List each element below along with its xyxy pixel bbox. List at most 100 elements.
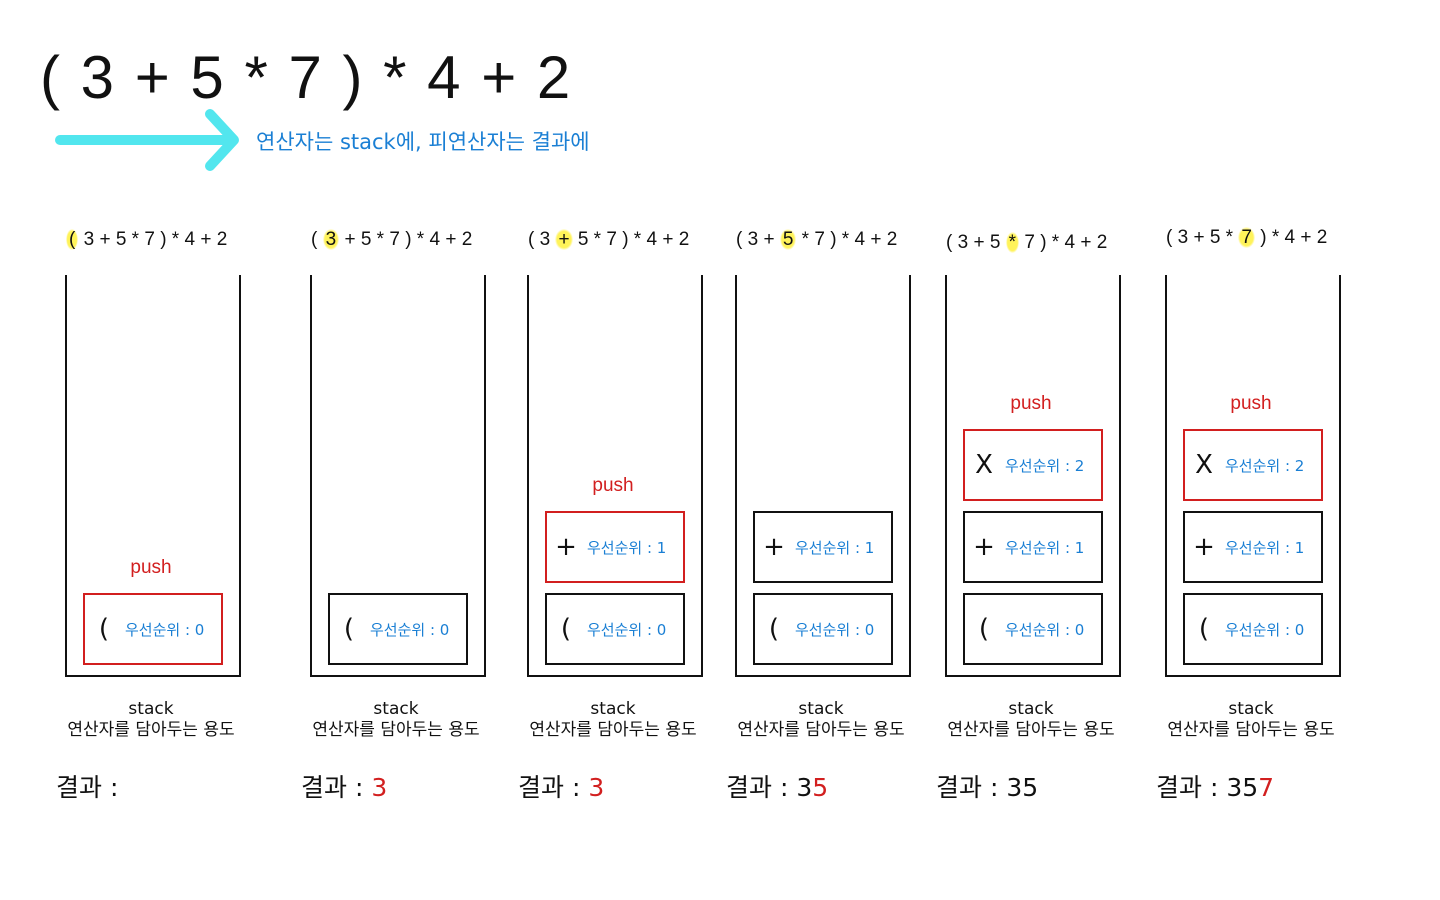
- operator-symbol: (: [343, 614, 355, 644]
- operator-symbol: X: [1195, 450, 1213, 480]
- stack-description: 연산자를 담아두는 용도: [67, 720, 235, 740]
- stack-title: stack: [590, 699, 636, 719]
- stack-title: stack: [1228, 699, 1274, 719]
- result-line: 결과 : 357: [1156, 768, 1274, 804]
- expr-after: ) * 4 + 2: [1254, 227, 1328, 248]
- operator-symbol: +: [555, 532, 577, 562]
- priority-label: 우선순위 : 1: [795, 538, 875, 557]
- stack-item: ( 우선순위 : 0: [1183, 593, 1323, 665]
- expr-after: 3 + 5 * 7 ) * 4 + 2: [78, 229, 228, 250]
- operator-symbol: +: [973, 532, 995, 562]
- stack-container: [527, 275, 703, 677]
- result-line: 결과 : 35: [936, 768, 1038, 804]
- step-column: ( 3 + 5 * 7 ) * 4 + 2 ( 우선순위 : 0 + 우선순위 : 1 p…: [518, 0, 732, 900]
- operator-symbol: (: [560, 614, 572, 644]
- operator-symbol: (: [1198, 614, 1210, 644]
- step-column: ( 3 + 5 * 7 ) * 4 + 2 ( 우선순위 : 0 + 우선순위 : 1 X…: [936, 0, 1150, 900]
- stack-container: [735, 275, 911, 677]
- step-expression: ( 3 + 5 * 7 ) * 4 + 2: [736, 229, 898, 250]
- priority-label: 우선순위 : 2: [1005, 456, 1085, 475]
- priority-label: 우선순위 : 1: [1005, 538, 1085, 557]
- result-label: 결과 :: [726, 773, 797, 802]
- stack-description: 연산자를 담아두는 용도: [529, 720, 697, 740]
- priority-label: 우선순위 : 0: [1225, 620, 1305, 639]
- arrow-right-icon: [55, 109, 239, 171]
- result-label: 결과 :: [301, 773, 372, 802]
- expr-before: ( 3: [528, 229, 556, 250]
- result-new-value: 3: [371, 773, 388, 802]
- stack-title: stack: [1008, 699, 1054, 719]
- stack-item: + 우선순위 : 1: [545, 511, 685, 583]
- stack-title: stack: [798, 699, 844, 719]
- stack-description: 연산자를 담아두는 용도: [947, 720, 1115, 740]
- expr-before: ( 3 +: [736, 229, 780, 250]
- step-expression: ( 3 + 5 * 7 ) * 4 + 2: [66, 229, 228, 250]
- stack-item: + 우선순위 : 1: [1183, 511, 1323, 583]
- stack-item: ( 우선순위 : 0: [328, 593, 468, 665]
- arrow-caption: 연산자는 stack에, 피연산자는 결과에: [256, 130, 590, 154]
- stack-title: stack: [128, 699, 174, 719]
- expr-highlight: 3: [322, 229, 340, 250]
- expr-highlight: (: [66, 229, 79, 250]
- result-label: 결과 :: [1156, 773, 1227, 802]
- stack-item: + 우선순위 : 1: [963, 511, 1103, 583]
- stack-item: ( 우선순위 : 0: [83, 593, 223, 665]
- operator-symbol: +: [1193, 532, 1215, 562]
- step-column: ( 3 + 5 * 7 ) * 4 + 2 ( 우선순위 : 0 + 우선순위 : 1 X…: [1156, 0, 1370, 900]
- stack-container: [1165, 275, 1341, 677]
- priority-label: 우선순위 : 0: [125, 620, 205, 639]
- expr-after: * 7 ) * 4 + 2: [796, 229, 898, 250]
- operator-symbol: (: [768, 614, 780, 644]
- stack-container: [310, 275, 486, 677]
- stack-item: ( 우선순위 : 0: [963, 593, 1103, 665]
- stack-container: [65, 275, 241, 677]
- result-line: 결과 : 3: [301, 768, 387, 804]
- stack-title: stack: [373, 699, 419, 719]
- stack-item: X 우선순위 : 2: [1183, 429, 1323, 501]
- result-value: 35: [1006, 773, 1039, 802]
- result-new-value: 5: [812, 773, 829, 802]
- stack-item: ( 우선순위 : 0: [753, 593, 893, 665]
- push-label: push: [592, 475, 634, 496]
- result-label: 결과 :: [936, 773, 1007, 802]
- expr-after: 5 * 7 ) * 4 + 2: [572, 229, 690, 250]
- priority-label: 우선순위 : 0: [587, 620, 667, 639]
- priority-label: 우선순위 : 1: [1225, 538, 1305, 557]
- priority-label: 우선순위 : 0: [795, 620, 875, 639]
- expr-highlight: *: [1005, 232, 1020, 253]
- step-expression: ( 3 + 5 * 7 ) * 4 + 2: [946, 232, 1107, 253]
- expr-before: (: [311, 229, 323, 250]
- expr-highlight: +: [555, 229, 573, 250]
- stack-container: [945, 275, 1121, 677]
- push-label: push: [1010, 393, 1052, 414]
- stack-description: 연산자를 담아두는 용도: [312, 720, 480, 740]
- main-expression: ( 3 + 5 * 7 ) * 4 + 2: [40, 44, 573, 111]
- priority-label: 우선순위 : 0: [370, 620, 450, 639]
- result-line: 결과 : 3: [518, 768, 604, 804]
- step-expression: ( 3 + 5 * 7 ) * 4 + 2: [311, 229, 472, 250]
- result-value: 35: [1226, 773, 1259, 802]
- result-label: 결과 :: [56, 773, 127, 802]
- expr-highlight: 5: [779, 229, 797, 250]
- stack-item: + 우선순위 : 1: [753, 511, 893, 583]
- stack-description: 연산자를 담아두는 용도: [737, 720, 905, 740]
- operator-symbol: +: [763, 532, 785, 562]
- priority-label: 우선순위 : 2: [1225, 456, 1305, 475]
- result-line: 결과 :: [56, 768, 126, 804]
- step-expression: ( 3 + 5 * 7 ) * 4 + 2: [1166, 227, 1328, 248]
- priority-label: 우선순위 : 1: [587, 538, 667, 557]
- priority-label: 우선순위 : 0: [1005, 620, 1085, 639]
- expr-before: ( 3 + 5: [946, 232, 1006, 253]
- operator-symbol: (: [98, 614, 110, 644]
- push-label: push: [1230, 393, 1272, 414]
- operator-symbol: (: [978, 614, 990, 644]
